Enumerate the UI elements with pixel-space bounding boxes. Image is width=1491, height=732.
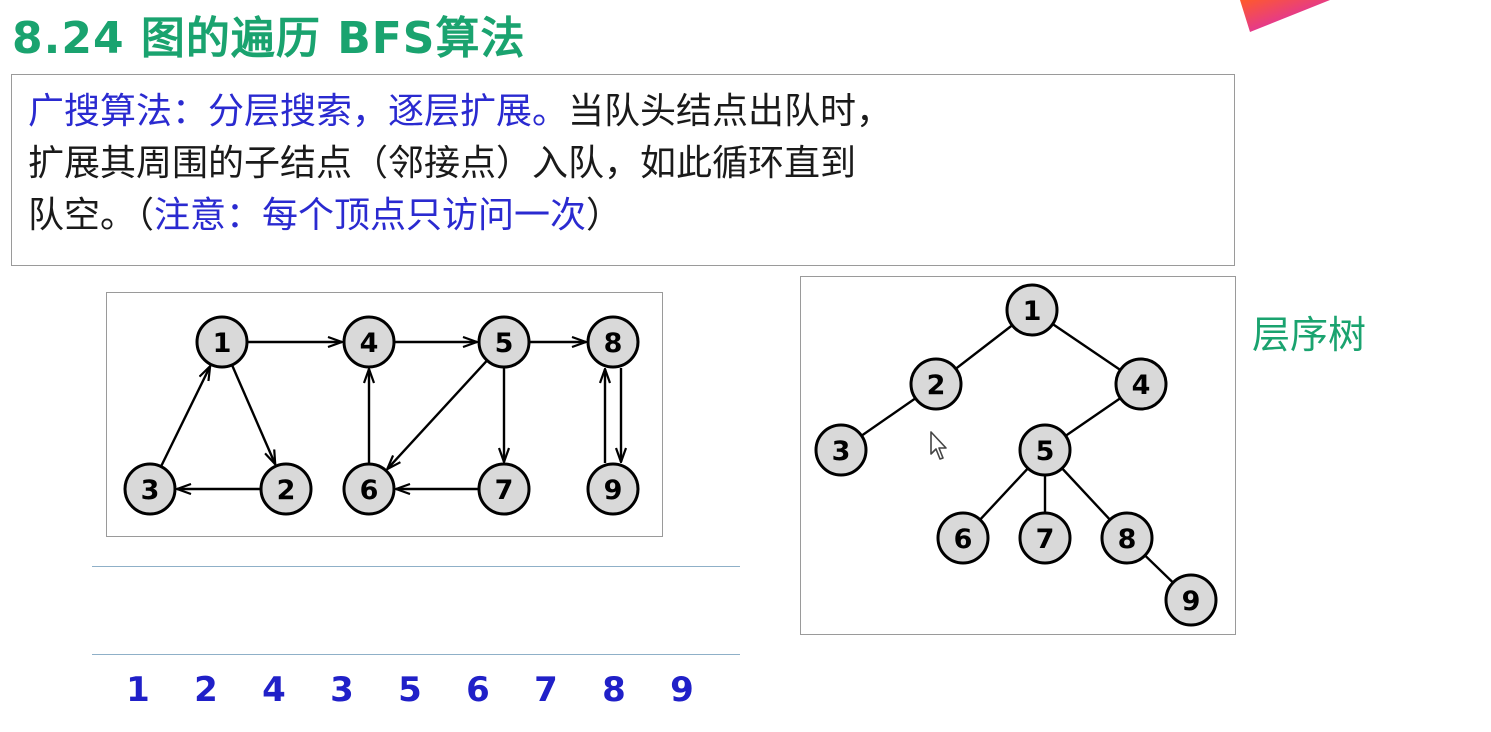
graph-edge-3-1 [160,366,210,467]
tree-node-label: 4 [1132,370,1151,401]
graph-node-label: 8 [604,328,623,359]
level-order-tree-panel: 1 2 4 3 5 6 7 8 9 [800,276,1236,635]
graph-node-6: 6 [342,462,396,516]
tree-node-7: 7 [1018,511,1072,565]
graph-node-label: 6 [360,475,379,506]
tree-node-9: 9 [1164,573,1218,627]
level-order-tree: 1 2 4 3 5 6 7 8 9 [814,283,1218,627]
bfs-order-item: 6 [466,670,490,710]
bfs-order-item: 9 [670,670,694,710]
tree-node-5: 5 [1018,423,1072,477]
tree-node-label: 8 [1118,524,1137,555]
graph-node-label: 1 [213,328,232,359]
bfs-order-item: 7 [534,670,558,710]
graph-edge-5-6 [387,360,488,469]
graph-edge-1-2 [231,365,275,464]
graph-node-2: 2 [259,462,313,516]
mouse-cursor-icon [930,431,947,460]
graph-node-1: 1 [195,315,249,369]
tree-node-label: 3 [832,436,851,467]
divider-line [92,654,740,655]
tree-label: 层序树 [1252,313,1367,357]
tree-node-label: 5 [1036,436,1055,467]
tree-node-label: 2 [927,370,946,401]
divider-line [92,566,740,567]
tree-node-label: 6 [954,524,973,555]
queue-empty-text: 队空。（ [28,195,155,236]
directed-graph: 1 2 3 4 5 6 7 8 9 [123,315,640,516]
tree-node-label: 1 [1023,296,1042,327]
graph-node-label: 9 [604,475,623,506]
description-line-1: 广搜算法：分层搜索，逐层扩展。当队头结点出队时， [28,89,892,135]
graph-node-3: 3 [123,462,177,516]
slide-title: 8.24 图的遍历 BFS算法 [12,13,526,64]
tree-node-3: 3 [814,423,868,477]
description-line-3: 队空。（注意：每个顶点只访问一次） [28,193,622,239]
graph-node-label: 3 [141,475,160,506]
tree-node-6: 6 [936,511,990,565]
bfs-dequeue-text: 当队头结点出队时， [568,91,893,132]
directed-graph-panel: 1 2 3 4 5 6 7 8 9 [106,292,663,537]
description-box: 广搜算法：分层搜索，逐层扩展。当队头结点出队时， 扩展其周围的子结点（邻接点）入… [11,74,1235,266]
tree-node-label: 7 [1036,524,1055,555]
tree-node-8: 8 [1100,511,1154,565]
bfs-order-sequence: 1 2 4 3 5 6 7 8 9 [120,670,720,720]
bfs-order-item: 2 [194,670,218,710]
graph-node-4: 4 [342,315,396,369]
bfs-order-item: 8 [602,670,626,710]
tree-node-2: 2 [909,357,963,411]
graph-node-7: 7 [477,462,531,516]
bfs-order-item: 1 [126,670,150,710]
graph-node-label: 7 [495,475,514,506]
tree-node-4: 4 [1114,357,1168,411]
tree-node-label: 9 [1182,586,1201,617]
graph-node-9: 9 [586,462,640,516]
closing-paren: ） [586,195,623,236]
bfs-order-item: 4 [262,670,286,710]
description-line-2: 扩展其周围的子结点（邻接点）入队，如此循环直到 [28,143,857,184]
graph-node-label: 2 [277,475,296,506]
graph-node-label: 4 [360,328,379,359]
graph-node-label: 5 [495,328,514,359]
graph-node-8: 8 [586,315,640,369]
visit-once-note: 注意：每个顶点只访问一次 [154,195,587,236]
bfs-order-item: 3 [330,670,354,710]
tree-node-1: 1 [1005,283,1059,337]
logo-icon [1240,0,1330,32]
graph-node-5: 5 [477,315,531,369]
bfs-definition: 广搜算法：分层搜索，逐层扩展。 [28,91,569,132]
bfs-order-item: 5 [398,670,422,710]
